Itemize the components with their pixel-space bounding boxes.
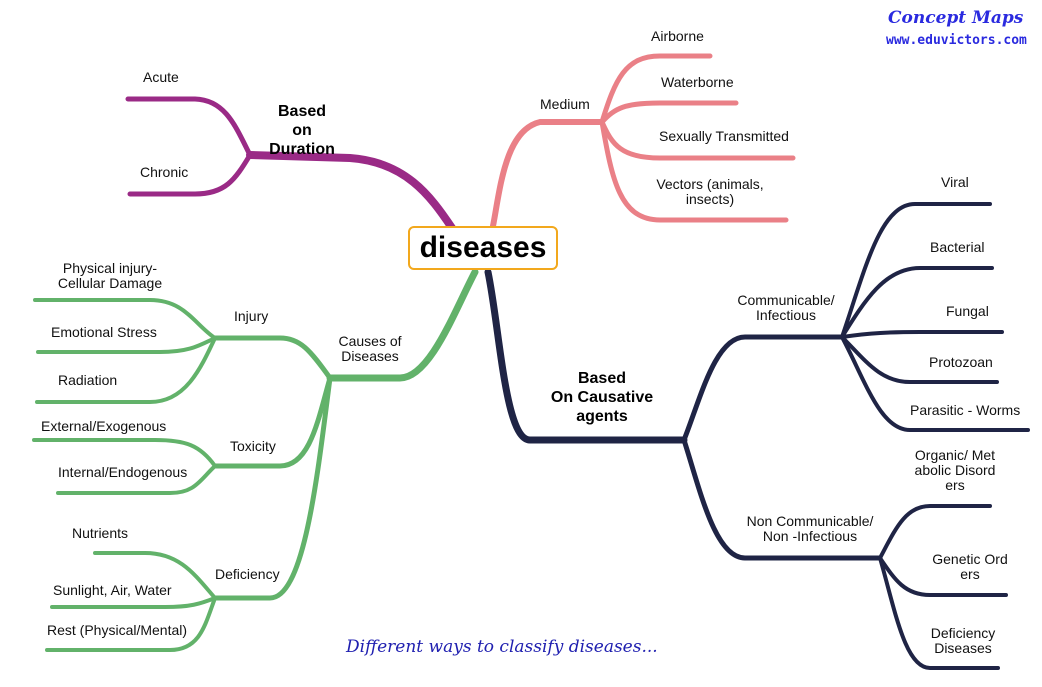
noncomm-deficiency-line xyxy=(878,556,1000,670)
comm-protozoan-label: Protozoan xyxy=(929,354,993,370)
medium-vectors-label: Vectors (animals, insects) xyxy=(656,176,764,207)
medium-airborne-label: Airborne xyxy=(651,28,704,44)
medium-branch-lines xyxy=(490,53,796,229)
duration-acute-label: Acute xyxy=(143,69,179,85)
comm-protozoan-line xyxy=(840,335,999,384)
duration-heading-line-3: Duration xyxy=(269,141,335,158)
noncomm-genetic-label: Genetic Orders xyxy=(932,551,1008,582)
duration-branch-lines xyxy=(125,96,456,232)
center-node: diseases xyxy=(408,226,558,270)
causative-trunk-line xyxy=(484,268,688,444)
medium-sexual-label: Sexually Transmitted xyxy=(659,128,789,144)
comm-bacterial-line xyxy=(840,266,994,339)
deficiency-sunlight-label: Sunlight, Air, Water xyxy=(53,582,172,598)
comm-viral-line xyxy=(840,202,992,339)
medium-heading: Medium xyxy=(540,96,590,112)
medium-waterborne-line xyxy=(599,100,739,125)
injury-emotional-label: Emotional Stress xyxy=(51,324,157,340)
deficiency-heading: Deficiency xyxy=(215,566,280,582)
injury-radiation-label: Radiation xyxy=(58,372,118,388)
injury-physical-line xyxy=(33,298,217,340)
causative-heading: Based On Causative agents xyxy=(551,369,653,426)
noncomm-genetic-line xyxy=(878,556,1008,597)
causes-heading: Causes of Diseases xyxy=(338,333,402,364)
deficiency-rest-line xyxy=(45,596,217,652)
toxicity-internal-label: Internal/Endogenous xyxy=(58,464,188,480)
comm-fungal-line xyxy=(840,330,1004,339)
comm-fungal-label: Fungal xyxy=(946,303,989,319)
brand-title: Concept Maps xyxy=(888,8,1024,28)
causative-heading-line-2: On Causative xyxy=(550,389,654,406)
duration-heading-line-2: on xyxy=(292,122,312,139)
medium-vectors-line xyxy=(599,119,789,223)
duration-trunk-line xyxy=(246,151,456,232)
medium-trunk-line xyxy=(490,119,605,229)
causative-branch-lines xyxy=(484,202,1030,670)
noncommunicable-heading: Non Communicable/ Non -Infectious xyxy=(746,514,874,544)
toxicity-internal-line xyxy=(56,464,217,495)
injury-radiation-line xyxy=(35,336,217,404)
injury-heading: Injury xyxy=(234,308,269,324)
deficiency-link-line xyxy=(212,375,333,601)
medium-airborne-line xyxy=(599,53,713,125)
noncomm-organic-line xyxy=(878,504,992,560)
noncomm-deficiency-label: Deficiency Diseases xyxy=(930,625,996,656)
deficiency-nutrients-line xyxy=(93,551,217,600)
toxicity-external-line xyxy=(32,438,217,468)
duration-heading: Based on Duration xyxy=(269,102,335,159)
causes-trunk-line xyxy=(326,268,479,382)
caption-text: Different ways to classify diseases... xyxy=(346,637,658,657)
comm-viral-label: Viral xyxy=(941,174,969,190)
medium-waterborne-label: Waterborne xyxy=(661,74,734,90)
communicable-link-line xyxy=(681,334,845,443)
injury-physical-label: Physical injury- Cellular Damage xyxy=(57,260,163,291)
communicable-heading: Communicable/ Infectious xyxy=(737,292,835,323)
injury-link-line xyxy=(212,335,333,381)
duration-acute-line xyxy=(125,96,253,158)
causes-branch-lines xyxy=(32,268,479,652)
deficiency-rest-label: Rest (Physical/Mental) xyxy=(47,622,188,638)
noncomm-organic-label: Organic/ Metabolic Disorders xyxy=(914,447,996,493)
injury-emotional-line xyxy=(36,336,217,354)
comm-parasitic-line xyxy=(840,335,1030,432)
deficiency-sunlight-line xyxy=(50,596,217,609)
toxicity-heading: Toxicity xyxy=(230,438,276,454)
causative-heading-line-1: Based xyxy=(577,370,627,387)
brand-url[interactable]: www.eduvictors.com xyxy=(886,33,1027,48)
comm-bacterial-label: Bacterial xyxy=(930,239,985,255)
causative-heading-line-3: agents xyxy=(576,408,628,425)
toxicity-external-label: External/Exogenous xyxy=(41,418,167,434)
duration-chronic-label: Chronic xyxy=(140,164,189,180)
deficiency-nutrients-label: Nutrients xyxy=(72,525,129,541)
duration-chronic-line xyxy=(127,152,253,197)
comm-parasitic-label: Parasitic - Worms xyxy=(910,402,1021,418)
noncommunicable-link-line xyxy=(681,437,883,561)
duration-heading-line-1: Based xyxy=(277,103,327,120)
